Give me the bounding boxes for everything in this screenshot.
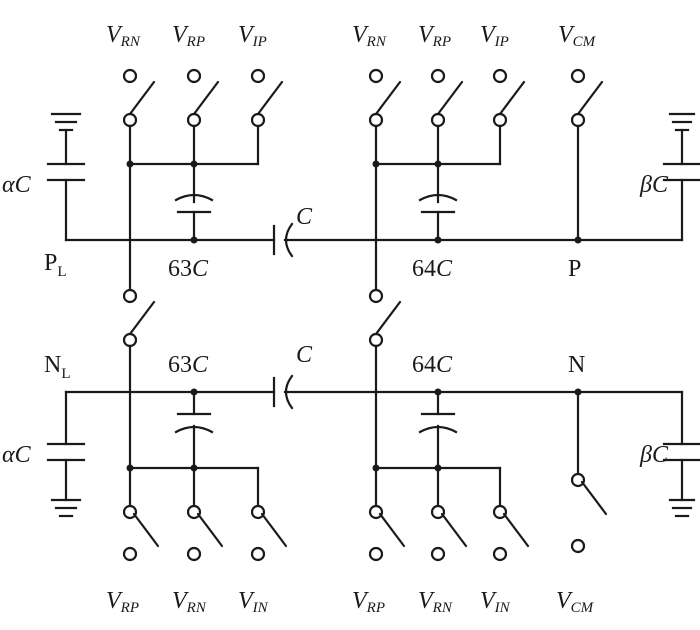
top-right-64c-capacitor — [418, 162, 458, 244]
label-top-beta-c: βC — [639, 172, 669, 198]
label-bottom-vrn-left: VRN — [172, 588, 207, 616]
label-top-alpha-c: αC — [2, 172, 32, 198]
label-bottom-vin-right: VIN — [480, 588, 511, 616]
bottom-right-beta-capacitor — [662, 390, 700, 518]
label-bottom-vcm: VCM — [556, 588, 595, 616]
label-top-64c: 64C — [412, 256, 453, 282]
label-bottom-alpha-c: αC — [2, 442, 32, 468]
label-top-vrn-left: VRN — [106, 22, 141, 50]
bottom-left-63c-capacitor — [174, 388, 214, 470]
label-bottom-vrp-left: VRP — [106, 588, 139, 616]
top-right-beta-capacitor — [662, 112, 700, 242]
top-left-63c-capacitor — [174, 162, 214, 244]
label-top-vrn-right: VRN — [352, 22, 387, 50]
label-bottom-c: C — [296, 342, 313, 368]
right-mid-switch-blade — [374, 300, 402, 336]
label-p: P — [568, 256, 581, 282]
label-top-vip-right: VIP — [480, 22, 509, 50]
label-top-63c: 63C — [168, 256, 209, 282]
label-pl: PL — [44, 250, 67, 280]
label-top-vrp-left: VRP — [172, 22, 205, 50]
label-bottom-63c: 63C — [168, 352, 209, 378]
bottom-right-switch-group — [368, 332, 530, 562]
bottom-vcm-switch — [570, 388, 608, 554]
label-bottom-64c: 64C — [412, 352, 453, 378]
label-bottom-beta-c: βC — [639, 442, 669, 468]
label-top-vcm: VCM — [558, 22, 597, 50]
bottom-right-64c-capacitor — [418, 388, 458, 470]
label-top-vip-left: VIP — [238, 22, 267, 50]
label-top-vrp-right: VRP — [418, 22, 451, 50]
bottom-left-switch-group — [122, 332, 288, 562]
label-bottom-vrn-right: VRN — [418, 588, 453, 616]
top-left-alpha-capacitor — [46, 112, 86, 242]
label-n: N — [568, 352, 585, 378]
top-left-switch-group — [122, 68, 284, 304]
label-nl: NL — [44, 352, 71, 382]
label-bottom-vrp-right: VRP — [352, 588, 385, 616]
left-mid-switch-blade — [128, 300, 156, 336]
label-bottom-vin-left: VIN — [238, 588, 269, 616]
label-top-c: C — [296, 204, 313, 230]
top-vcm-switch — [570, 68, 604, 244]
bottom-left-alpha-capacitor — [46, 390, 86, 518]
